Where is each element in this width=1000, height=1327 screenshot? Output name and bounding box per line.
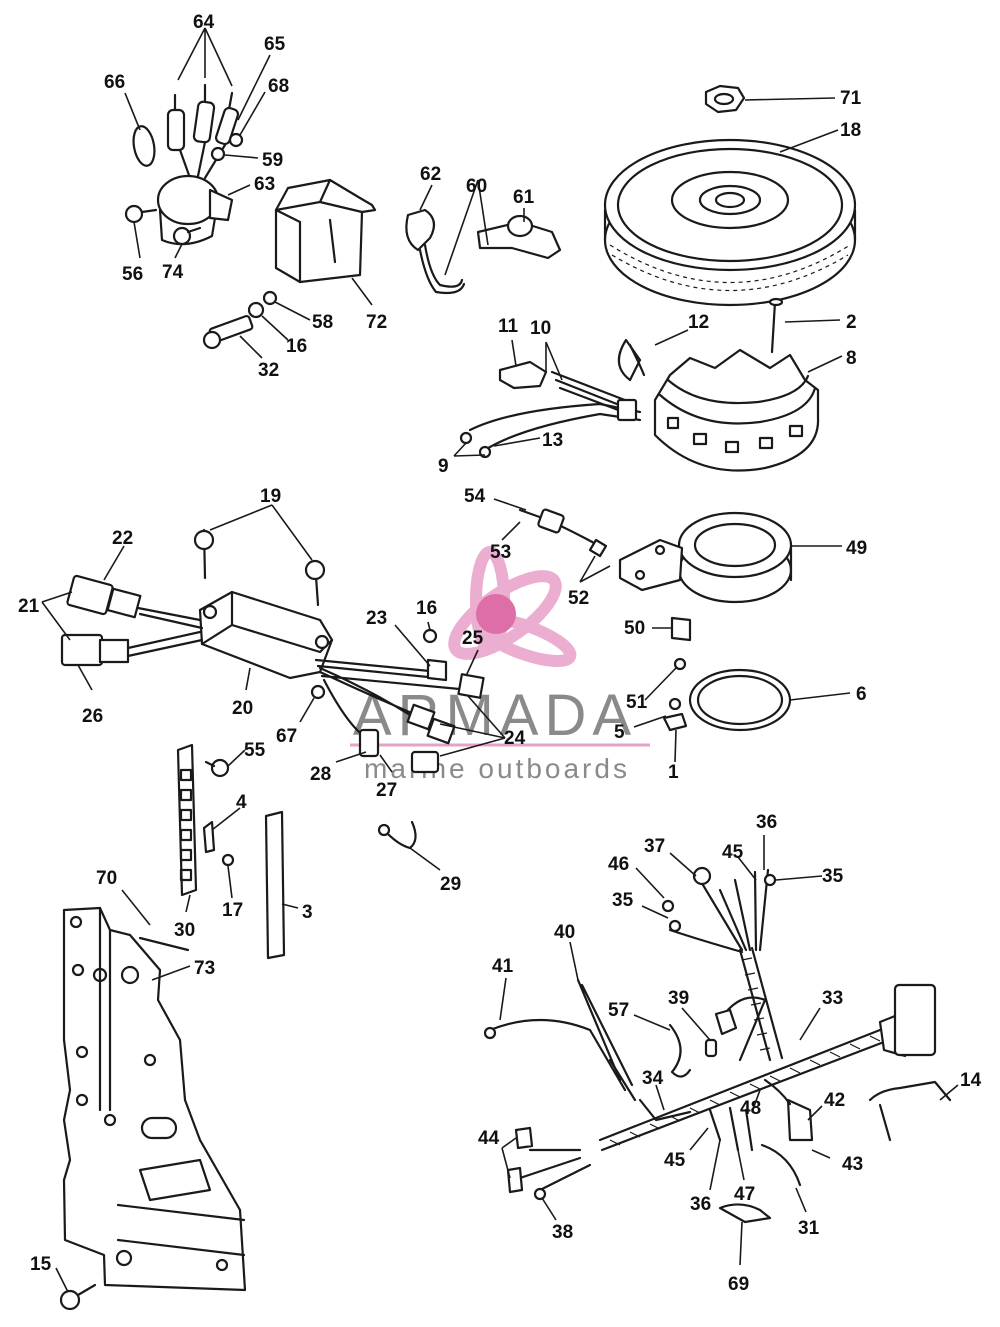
callout: 55: [244, 740, 266, 761]
callout: 47: [734, 1184, 755, 1205]
callout: 43: [842, 1154, 863, 1175]
ignition-coil-part: [202, 178, 377, 350]
solenoid-part: [124, 83, 244, 246]
callout: 65: [264, 34, 286, 55]
callout-labels: 64 65 66 68 59 63 56 74 62 60 61 71 18 5…: [18, 12, 982, 1295]
callout: 42: [824, 1090, 845, 1111]
watermark-tagline: marine outboards: [364, 753, 630, 784]
watermark-brand: ARMADA: [353, 683, 637, 748]
callout: 67: [276, 726, 297, 747]
callout: 27: [376, 780, 397, 801]
callout: 13: [542, 430, 563, 451]
callout: 68: [268, 76, 289, 97]
callout: 62: [420, 164, 441, 185]
callout: 69: [728, 1274, 749, 1295]
callout: 58: [312, 312, 333, 333]
callout: 60: [466, 176, 487, 197]
callout: 38: [552, 1222, 573, 1243]
callout: 22: [112, 528, 133, 549]
stator-leads-part: [459, 360, 642, 459]
screw-part: [768, 297, 784, 354]
callout: 36: [756, 812, 777, 833]
callout: 63: [254, 174, 275, 195]
callout: 28: [310, 764, 331, 785]
callout: 32: [258, 360, 279, 381]
leader-lines: [41, 27, 959, 1293]
callout: 72: [366, 312, 387, 333]
callout: 16: [416, 598, 437, 619]
callout: 46: [608, 854, 629, 875]
callout: 40: [554, 922, 575, 943]
callout: 49: [846, 538, 867, 559]
callout: 18: [840, 120, 861, 141]
callout: 44: [478, 1128, 500, 1149]
callout: 5: [614, 722, 625, 743]
callout: 61: [513, 187, 535, 208]
callout: 19: [260, 486, 281, 507]
callout: 45: [664, 1150, 686, 1171]
flywheel-part: [603, 84, 857, 307]
callout: 37: [644, 836, 665, 857]
callout: 64: [193, 12, 215, 33]
callout: 71: [840, 88, 862, 109]
wiring-harness-part: [483, 866, 952, 1224]
callout: 73: [194, 958, 215, 979]
callout: 20: [232, 698, 253, 719]
callout: 1: [668, 762, 679, 783]
callout: 57: [608, 1000, 629, 1021]
callout: 70: [96, 868, 117, 889]
callout: 16: [286, 336, 307, 357]
callout: 9: [438, 456, 449, 477]
callout: 50: [624, 618, 645, 639]
mounting-plate-part: [59, 906, 247, 1311]
callout: 35: [612, 890, 634, 911]
callout: 48: [740, 1098, 761, 1119]
callout: 2: [846, 312, 857, 333]
terminal-strip-part: [176, 743, 286, 960]
callout: 14: [960, 1070, 982, 1091]
callout: 8: [846, 348, 857, 369]
callout: 36: [690, 1194, 711, 1215]
callout: 17: [222, 900, 243, 921]
callout: 10: [530, 318, 551, 339]
callout: 33: [822, 988, 843, 1009]
callout: 11: [498, 316, 519, 337]
callout: 74: [162, 262, 184, 283]
callout: 39: [668, 988, 689, 1009]
callout: 29: [440, 874, 461, 895]
callout: 56: [122, 264, 143, 285]
callout: 23: [366, 608, 387, 629]
callout: 59: [262, 150, 283, 171]
callout: 24: [504, 728, 526, 749]
callout: 12: [688, 312, 709, 333]
callout: 21: [18, 596, 40, 617]
power-pack-part: [60, 528, 334, 680]
callout: 54: [464, 486, 486, 507]
callout: 45: [722, 842, 744, 863]
callout: 3: [302, 902, 313, 923]
callout: 53: [490, 542, 511, 563]
callout: 52: [568, 588, 589, 609]
armada-logo: [448, 546, 577, 668]
callout: 30: [174, 920, 195, 941]
callout: 66: [104, 72, 125, 93]
callout: 25: [462, 628, 484, 649]
callout: 26: [82, 706, 103, 727]
callout: 31: [798, 1218, 820, 1239]
callout: 15: [30, 1254, 52, 1275]
timer-base-part: [518, 508, 793, 732]
callout: 51: [626, 692, 648, 713]
stator-part: [617, 338, 820, 472]
spark-plug-lead-part: [405, 208, 562, 295]
callout: 41: [492, 956, 514, 977]
callout: 6: [856, 684, 867, 705]
clamp-part: [377, 820, 417, 850]
callout: 34: [642, 1068, 664, 1089]
power-pack-leads-part: [310, 628, 485, 774]
callout: 4: [236, 792, 247, 813]
callout: 35: [822, 866, 844, 887]
